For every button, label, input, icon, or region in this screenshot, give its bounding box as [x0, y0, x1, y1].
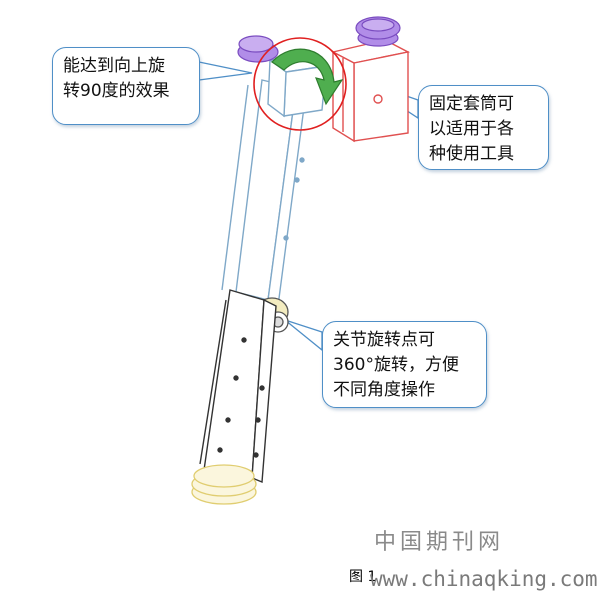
fixed-sleeve: [331, 39, 411, 143]
knob-left-icon: [237, 35, 279, 63]
callout-sleeve-line2: 以适用于各: [429, 119, 514, 139]
callout-rotate-line2: 转90度的效果: [63, 81, 170, 101]
callout-sleeve-line3: 种使用工具: [429, 144, 514, 164]
pointer-rotate: [198, 61, 253, 81]
highlight-circle: [253, 37, 347, 131]
callout-rotate: 能达到向上旋 转90度的效果: [52, 47, 200, 125]
figure-label: 图 1: [349, 569, 377, 585]
watermark-cn: 中国期刊网: [374, 530, 505, 555]
callout-sleeve-line1: 固定套筒可: [429, 94, 514, 114]
callout-joint-line3: 不同角度操作: [333, 380, 435, 400]
callout-joint: 关节旋转点可 360°旋转，方便 不同角度操作: [322, 321, 487, 408]
bottom-cap: [191, 464, 257, 505]
lower-tube: [199, 289, 277, 484]
watermark-url: www.chinaqking.com: [370, 567, 598, 591]
callout-rotate-line1: 能达到向上旋: [63, 56, 165, 76]
callout-sleeve: 固定套筒可 以适用于各 种使用工具: [418, 85, 549, 170]
rotation-arrow-icon: [271, 48, 344, 106]
callout-joint-line2: 360°旋转，方便: [333, 355, 459, 375]
knob-right-icon: [355, 16, 401, 47]
callout-joint-line1: 关节旋转点可: [333, 330, 435, 350]
pointer-joint: [284, 319, 323, 352]
